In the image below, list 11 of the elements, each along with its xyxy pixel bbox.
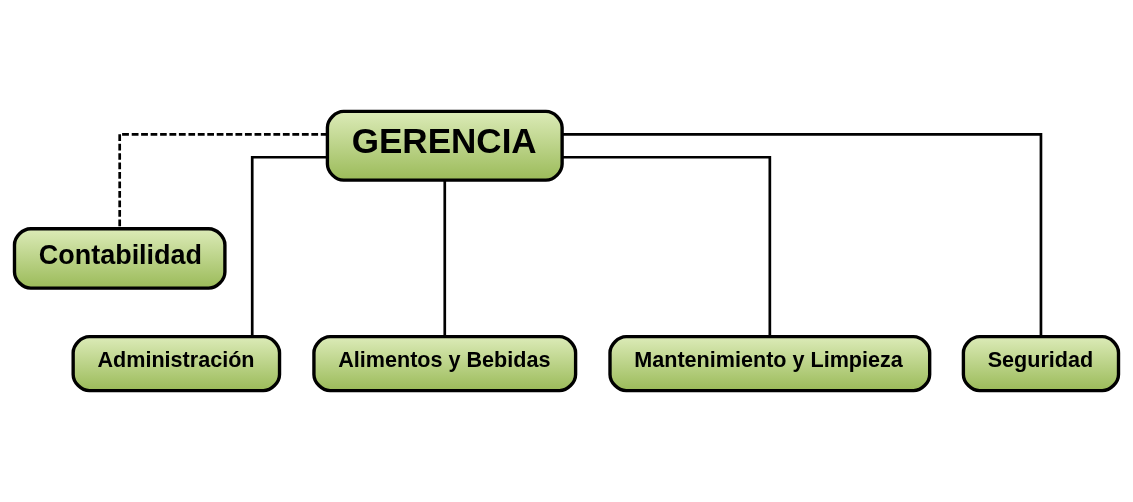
node-box: GERENCIA <box>325 109 564 182</box>
node-box: Seguridad <box>961 334 1121 393</box>
node-box: Contabilidad <box>12 227 227 290</box>
node-box: Administración <box>71 334 282 393</box>
connector <box>562 155 772 337</box>
node-box: Mantenimiento y Limpieza <box>608 334 932 393</box>
connector <box>443 180 447 337</box>
connector <box>250 155 328 337</box>
node-box: Alimentos y Bebidas <box>312 334 578 393</box>
connector <box>562 133 1043 337</box>
connector <box>118 133 328 229</box>
